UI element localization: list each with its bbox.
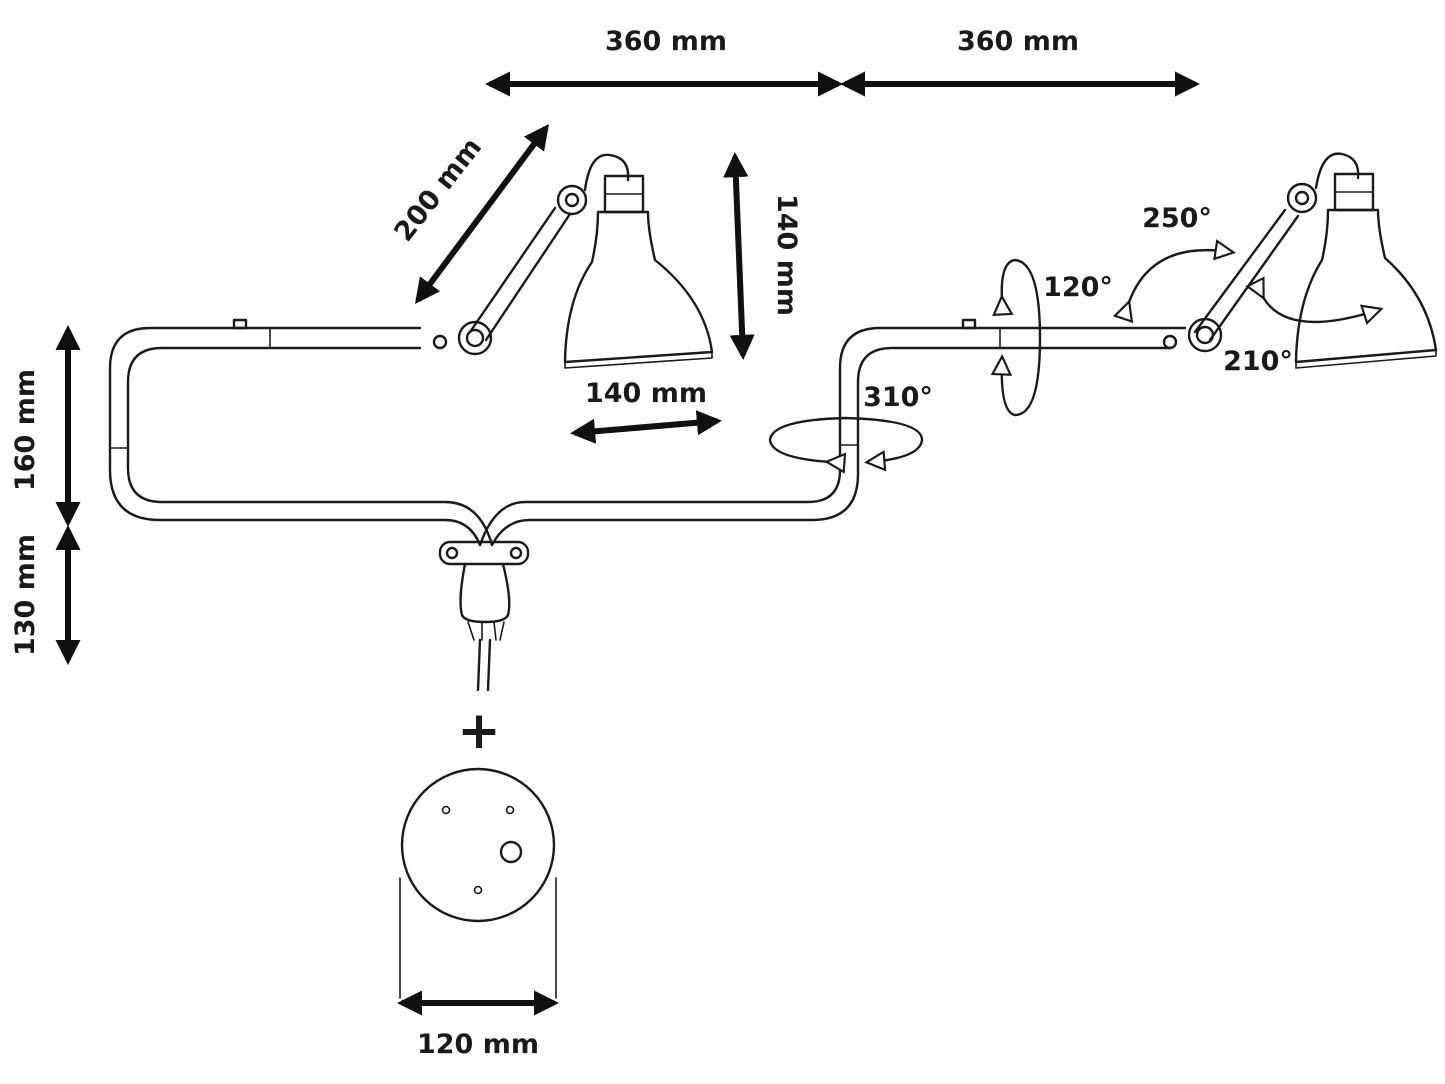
upper-arm-length-arrow [414,123,550,305]
shade-diameter-label: 140 mm [585,378,707,409]
right-shade-joint [1286,182,1318,214]
plus-sign: + [457,701,501,761]
mount-body [459,562,511,624]
head-tilt-arrow [1002,258,1042,417]
mount-clamp [467,621,505,641]
arm-rotate-label: 310° [863,382,933,413]
wall-plate-disc [400,767,556,923]
right-shade-knob [1294,190,1310,206]
left-elbow-joint [457,320,493,356]
right-elbow-joint [1187,317,1223,353]
shade-rotate-label: 210° [1223,346,1293,377]
left-arm-tube-inner [126,346,494,547]
shade-height-label: 140 mm [771,194,802,316]
left-arm-tube-outer [108,326,482,547]
dimension-labels: 360 mm 360 mm 200 mm 140 mm 140 mm 160 m… [10,26,1079,1060]
wall-mount-bracket [438,540,530,566]
right-shade-rim [1295,349,1437,369]
plate-cable-hole [499,840,523,864]
lamp-body [108,152,1438,692]
plate-hole [473,885,483,895]
left-upper-arm [468,206,572,342]
left-shade [563,210,714,364]
plate-diameter-label: 120 mm [417,1029,539,1060]
right-shade-bracket [1314,152,1360,190]
right-elbow-pin [1162,334,1178,350]
arm-right-width-label: 360 mm [957,26,1079,57]
left-shade-joint [556,184,588,216]
right-arm-knob [961,318,977,330]
left-shade-knob [564,192,580,208]
left-shade-bracket [583,153,630,192]
arm-rotate-arrow [768,416,924,462]
shade-height-arrow [723,151,755,361]
right-shade [1294,208,1438,364]
plate-hole [441,805,451,815]
plate-hole [505,805,515,815]
left-arm-knob [232,318,248,330]
right-arm-tube-outer [478,326,1187,547]
mount-screw-right [509,546,523,560]
wall-plate [399,767,557,999]
left-elbow-pin [432,334,448,350]
shade-swing-label: 250° [1142,203,1212,234]
shade-rotate-arrow [1262,295,1378,322]
dimension-lines [55,71,1201,1016]
right-arm-tube-inner [490,346,1172,547]
mount-screw-left [445,546,459,560]
head-tilt-label: 120° [1043,272,1113,303]
shade-diameter-arrow [569,410,723,444]
right-elbow-knob [1195,325,1215,345]
rotation-labels: 250° 120° 210° 310° [863,203,1293,413]
power-cord [476,638,492,692]
left-lamp-head [432,153,714,369]
left-shade-rim [564,351,713,369]
left-elbow-knob [465,328,485,348]
rotation-indicators [768,250,1378,462]
arm-left-width-label: 360 mm [605,26,727,57]
arm-height-label: 160 mm [10,369,41,491]
base-height-label: 130 mm [10,534,41,656]
shade-swing-arrow [1128,250,1230,305]
right-lamp-head [1162,152,1438,369]
